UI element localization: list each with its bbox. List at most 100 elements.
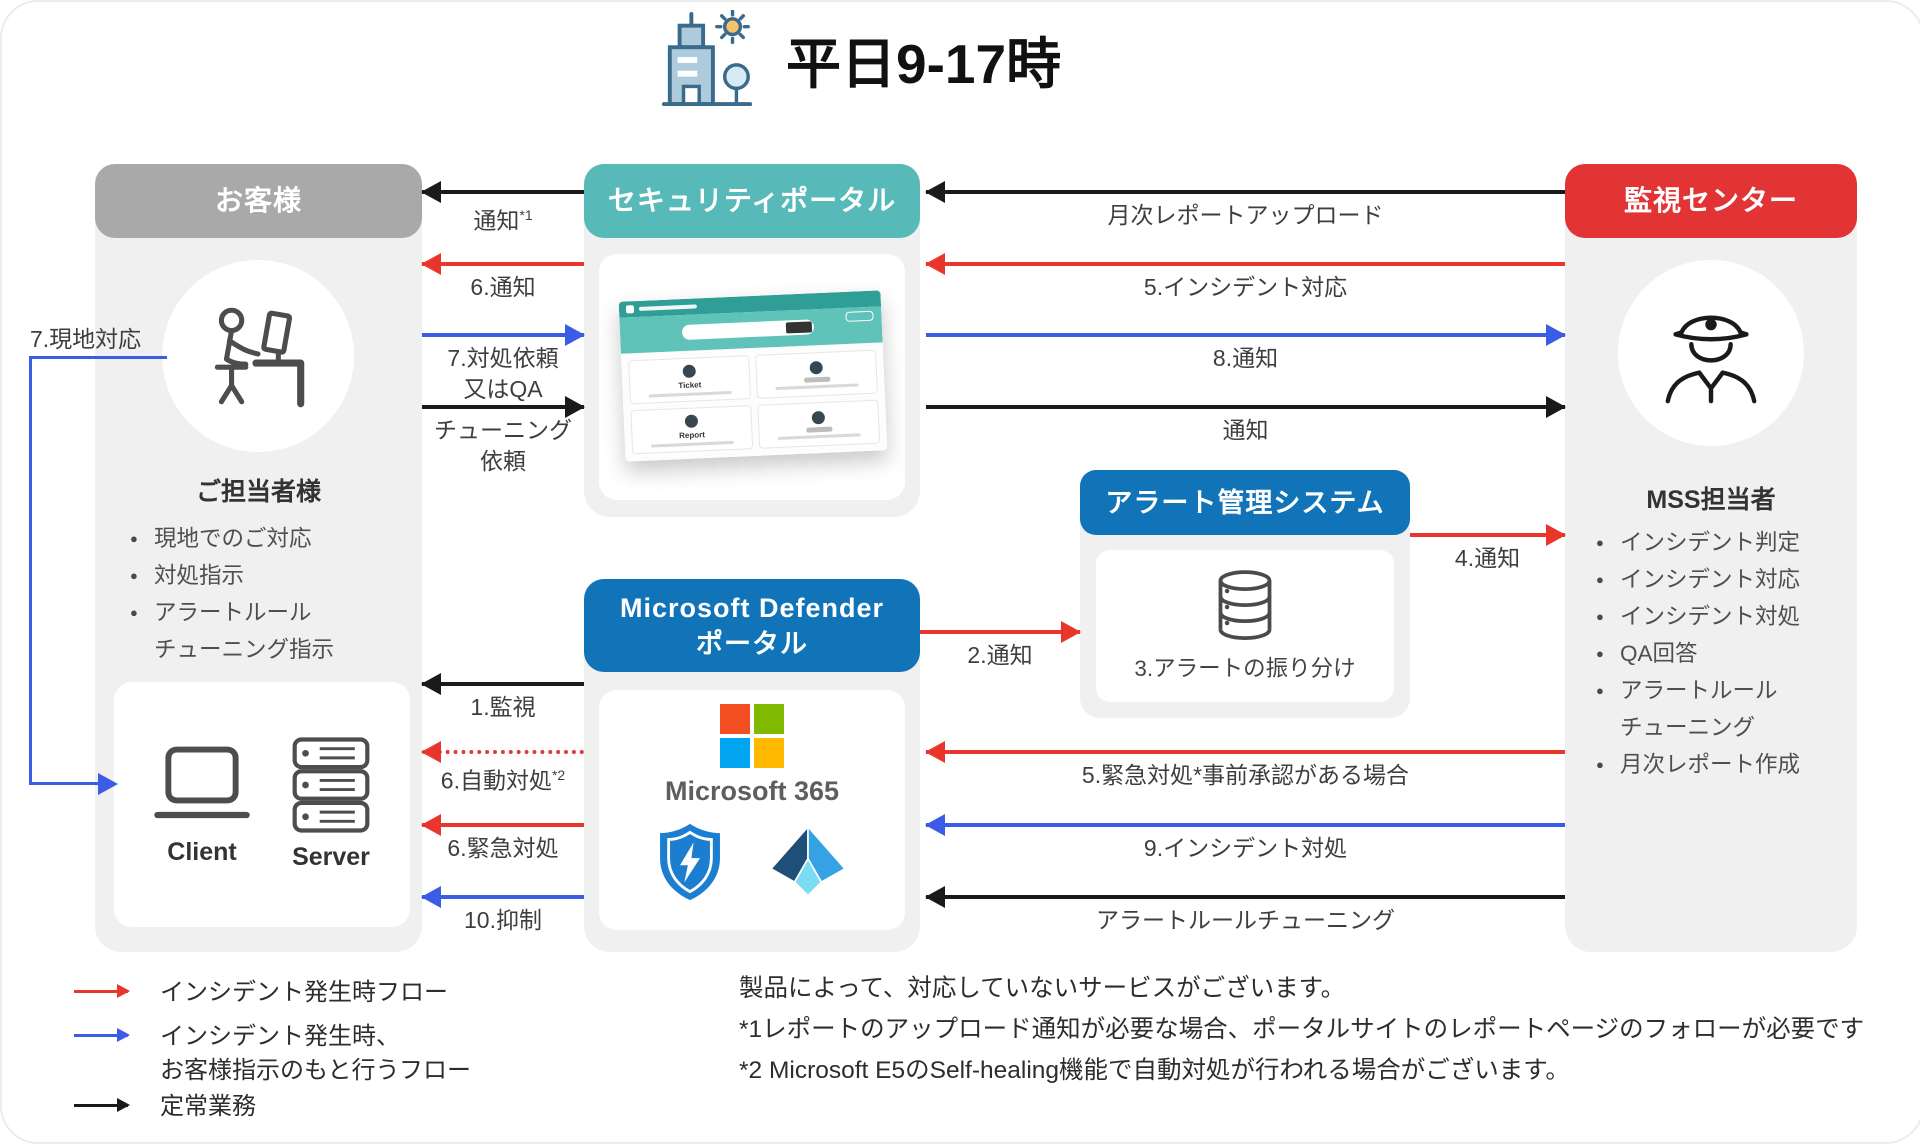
monitoring-duty-list: インシデント判定 インシデント対応 インシデント対処 QA回答 アラートルール … <box>1596 524 1846 783</box>
card-desc-bar <box>775 382 859 390</box>
portal-title-bar <box>638 304 697 311</box>
legend-normal-operations: 定常業務 <box>74 1090 256 1124</box>
onsite-path-top <box>29 356 167 359</box>
arrow-label: 2.通知 <box>967 642 1033 668</box>
arrow-emergency-5: 5.緊急対処*事前承認がある場合 <box>925 741 1565 788</box>
arrow-monthly-report-upload: 月次レポートアップロード <box>925 181 1565 228</box>
arrow-label: 6.緊急対処 <box>447 835 559 861</box>
database-icon <box>1218 570 1272 640</box>
monitoring-duty-item: インシデント対応 <box>1596 561 1846 598</box>
client-figure: Client <box>152 742 252 867</box>
arrow-label: 4.通知 <box>1454 545 1521 571</box>
arrow-label: 通知 <box>1222 417 1269 443</box>
legend-blue-label: インシデント発生時、 お客様指示のもと行うフロー <box>160 1023 472 1084</box>
portal-logo-icon <box>625 305 635 314</box>
security-portal-header: セキュリティポータル <box>584 164 920 238</box>
arrow-request-7: 7.対処依頼 又はQA <box>422 324 585 402</box>
arrow-label: 通知*1 <box>473 207 533 234</box>
report-card-title: Report <box>678 429 706 440</box>
person-at-desk-icon <box>214 307 305 408</box>
arrow-emergency-6: 6.緊急対処 <box>421 814 584 861</box>
monitoring-duty-item: 月次レポート作成 <box>1596 746 1846 783</box>
alert-system-card: 3.アラートの振り分け <box>1096 550 1394 702</box>
onsite-response-label: 7.現地対応 <box>30 326 142 352</box>
legend-instructed-flow: インシデント発生時、 お客様指示のもと行うフロー <box>74 1020 471 1088</box>
portal-search-box <box>681 319 815 341</box>
server-figure: Server <box>290 737 372 872</box>
arrow-label: 6.通知 <box>470 274 536 300</box>
legend-black-arrow <box>74 1098 130 1112</box>
alert-system-header: アラート管理システム <box>1080 470 1410 535</box>
arrow-label: 1.監視 <box>470 694 536 720</box>
monitoring-role-title: MSS担当者 <box>1646 486 1776 514</box>
portal-search-button <box>785 321 813 334</box>
customer-duty-item: 対処指示 <box>130 557 410 594</box>
bell-icon <box>809 360 823 375</box>
client-label: Client <box>167 838 237 866</box>
defender-shield-icon <box>660 823 720 901</box>
arrow-alert-rule-tuning: アラートルールチューニング <box>925 886 1565 933</box>
onsite-path-arrowhead <box>98 773 118 795</box>
arrow-label: アラートルールチューニング <box>1096 907 1395 933</box>
arrow-incident-handling-9: 9.インシデント対処 <box>925 814 1565 861</box>
defender-header: Microsoft Defender ポータル <box>584 579 920 672</box>
arrow-notify-plain: 通知 <box>926 396 1566 443</box>
arrow-auto-response-6: 6.自動対処*2 <box>421 741 584 794</box>
card-title-bar <box>805 426 832 433</box>
arrow-label: 9.インシデント対処 <box>1143 835 1348 861</box>
monitoring-duty-item: アラートルール チューニング <box>1596 672 1846 746</box>
arrow-label: 10.抑制 <box>464 907 542 933</box>
arrow-monitor-1: 1.監視 <box>421 673 584 720</box>
arrow-notify-8: 8.通知 <box>926 324 1566 371</box>
client-server-card: Client Server <box>114 682 410 927</box>
server-label: Server <box>292 843 370 871</box>
arrow-label: 6.自動対処*2 <box>440 767 566 794</box>
microsoft-365-logo <box>720 704 784 768</box>
arrow-label: 5.緊急対処*事前承認がある場合 <box>1081 762 1410 788</box>
legend-red-label: インシデント発生時フロー <box>160 979 448 1006</box>
monitoring-header: 監視センター <box>1565 164 1857 238</box>
office-building-sun-icon <box>661 10 753 107</box>
customer-duty-item: アラートルール チューニング指示 <box>130 594 410 668</box>
arrow-notify-report: 通知*1 <box>421 181 584 234</box>
monitoring-avatar <box>1618 260 1804 446</box>
monitoring-duty-item: QA回答 <box>1596 635 1846 672</box>
customer-duty-list: 現地でのご対応 対処指示 アラートルール チューニング指示 <box>130 520 410 668</box>
arrow-label: 5.インシデント対応 <box>1143 274 1348 300</box>
arrow-label: 月次レポートアップロード <box>1107 202 1384 228</box>
customer-avatar <box>162 260 354 452</box>
onsite-path-vertical <box>29 356 32 784</box>
legend-incident-flow: インシデント発生時フロー <box>74 976 448 1010</box>
page-title: 平日9-17時 <box>786 33 1062 95</box>
customer-duty-item: 現地でのご対応 <box>130 520 410 557</box>
arrow-label: 7.対処依頼 又はQA <box>447 345 559 402</box>
ticket-icon <box>682 364 696 378</box>
portal-hero-pill <box>845 310 874 322</box>
entra-id-icon <box>769 825 847 897</box>
alert-sorting-caption: 3.アラートの振り分け <box>1134 656 1356 681</box>
footnote-line: 製品によって、対応していないサービスがございます。 <box>739 975 1346 1002</box>
arrow-incident-response-5: 5.インシデント対応 <box>925 253 1565 300</box>
page-title-group: 平日9-17時 <box>650 10 1061 108</box>
arrow-notify-2: 2.通知 <box>920 621 1081 668</box>
report-icon <box>684 413 699 428</box>
laptop-icon <box>154 746 250 819</box>
arrow-label: 8.通知 <box>1212 345 1279 371</box>
legend-black-label: 定常業務 <box>160 1093 256 1120</box>
arrow-suppress-10: 10.抑制 <box>421 886 584 933</box>
mail-icon <box>811 410 826 424</box>
arrow-label: チューニング 依頼 <box>434 417 572 474</box>
arrow-notify-4: 4.通知 <box>1410 524 1566 571</box>
defender-card: Microsoft 365 <box>599 690 905 930</box>
footnote-line: *1レポートのアップロード通知が必要な場合、ポータルサイトのレポートページのフォ… <box>739 1016 1865 1043</box>
arrow-tuning-request: チューニング 依頼 <box>422 396 585 474</box>
footnotes: 製品によって、対応していないサービスがございます。 *1レポートのアップロード通… <box>739 968 1864 1091</box>
ticket-card-title: Ticket <box>678 379 702 390</box>
monitoring-duty-item: インシデント判定 <box>1596 524 1846 561</box>
customer-role-title: ご担当者様 <box>195 478 321 506</box>
microsoft-365-label: Microsoft 365 <box>664 776 840 806</box>
legend-blue-arrow <box>74 1028 130 1042</box>
card-title-bar <box>803 376 830 383</box>
server-icon <box>292 737 370 833</box>
